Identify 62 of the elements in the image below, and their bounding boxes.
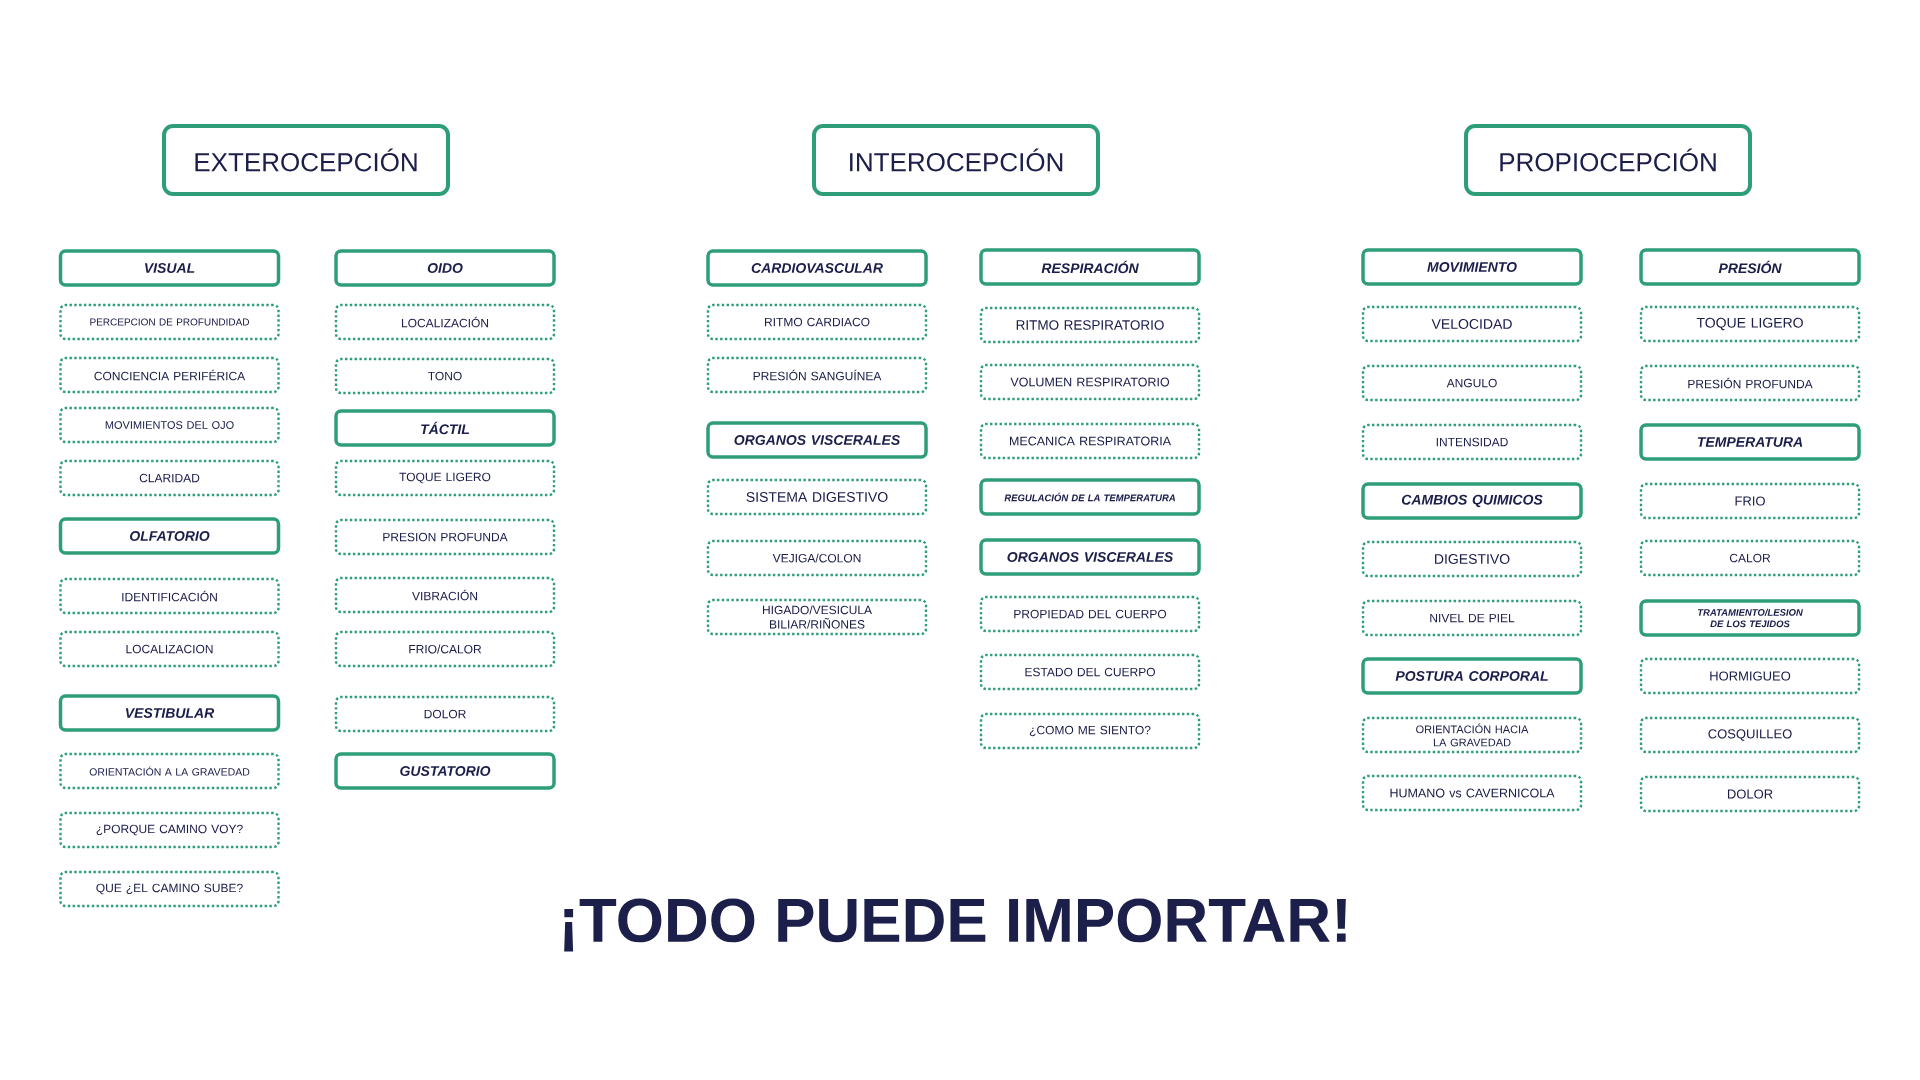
item-box: ¿COMO ME SIENTO? (979, 712, 1201, 750)
item-box: CALOR (1639, 539, 1861, 577)
category-box: CARDIOVASCULAR (706, 249, 928, 287)
item-box: INTENSIDAD (1361, 423, 1583, 461)
item-box: PRESIÓN SANGUÍNEA (706, 356, 928, 394)
item-box: CLARIDAD (59, 459, 280, 497)
category-box: GUSTATORIO (334, 752, 556, 790)
category-box: TEMPERATURA (1639, 423, 1861, 461)
category-box: POSTURA CORPORAL (1361, 657, 1583, 695)
category-box: TRATAMIENTO/LESION DE LOS TEJIDOS (1639, 599, 1861, 637)
category-box: CAMBIOS QUIMICOS (1361, 482, 1583, 520)
item-box: CONCIENCIA PERIFÉRICA (59, 356, 280, 394)
category-box: ORGANOS VISCERALES (706, 421, 928, 459)
item-box: ORIENTACIÓN HACIA LA GRAVEDAD (1361, 716, 1583, 754)
item-box: NIVEL DE PIEL (1361, 599, 1583, 637)
item-box: TOQUE LIGERO (1639, 305, 1861, 343)
category-box: PRESIÓN (1639, 248, 1861, 286)
item-box: TONO (334, 357, 556, 395)
slogan-text: ¡TODO PUEDE IMPORTAR! (564, 898, 1346, 952)
section-box: PROPIOCEPCIÓN (1464, 124, 1752, 196)
item-box: VELOCIDAD (1361, 305, 1583, 343)
item-box: VIBRACIÓN (334, 576, 556, 614)
item-box: QUE ¿EL CAMINO SUBE? (59, 870, 280, 908)
item-box: LOCALIZACION (59, 630, 280, 668)
item-box: HORMIGUEO (1639, 657, 1861, 695)
item-box: DOLOR (1639, 775, 1861, 813)
category-box: ORGANOS VISCERALES (979, 538, 1201, 576)
category-box: OLFATORIO (58, 517, 281, 555)
category-box: VESTIBULAR (58, 694, 281, 732)
section-box: EXTEROCEPCIÓN (162, 124, 450, 196)
item-box: IDENTIFICACIÓN (59, 577, 280, 615)
item-box: VEJIGA/COLON (706, 539, 928, 577)
category-box: REGULACIÓN DE LA TEMPERATURA (979, 478, 1201, 516)
item-box: HUMANO vs CAVERNICOLA (1361, 774, 1583, 812)
item-box: FRIO/CALOR (334, 630, 556, 668)
item-box: HIGADO/VESICULA BILIAR/RIÑONES (706, 598, 928, 636)
item-box: RITMO CARDIACO (706, 303, 928, 341)
item-box: ORIENTACIÓN A LA GRAVEDAD (59, 752, 280, 790)
item-box: PERCEPCION DE PROFUNDIDAD (59, 303, 280, 341)
item-box: ANGULO (1361, 364, 1583, 402)
category-box: VISUAL (58, 249, 281, 287)
item-box: DIGESTIVO (1361, 540, 1583, 578)
category-box: RESPIRACIÓN (979, 248, 1201, 286)
item-box: PROPIEDAD DEL CUERPO (979, 595, 1201, 633)
item-box: FRIO (1639, 482, 1861, 520)
category-box: TÁCTIL (334, 409, 556, 447)
item-box: PRESION PROFUNDA (334, 518, 556, 556)
category-box: MOVIMIENTO (1361, 248, 1583, 286)
item-box: LOCALIZACIÓN (334, 303, 556, 341)
item-box: SISTEMA DIGESTIVO (706, 478, 928, 516)
item-box: MECANICA RESPIRATORIA (979, 422, 1201, 460)
category-box: OIDO (334, 249, 556, 287)
item-box: RITMO RESPIRATORIO (979, 306, 1201, 344)
item-box: DOLOR (334, 695, 556, 733)
item-box: ESTADO DEL CUERPO (979, 653, 1201, 691)
item-box: VOLUMEN RESPIRATORIO (979, 363, 1201, 401)
item-box: TOQUE LIGERO (334, 459, 556, 497)
item-box: MOVIMIENTOS DEL OJO (59, 406, 280, 444)
item-box: ¿PORQUE CAMINO VOY? (59, 811, 280, 849)
item-box: COSQUILLEO (1639, 716, 1861, 754)
section-box: INTEROCEPCIÓN (812, 124, 1100, 196)
item-box: PRESIÓN PROFUNDA (1639, 364, 1861, 402)
